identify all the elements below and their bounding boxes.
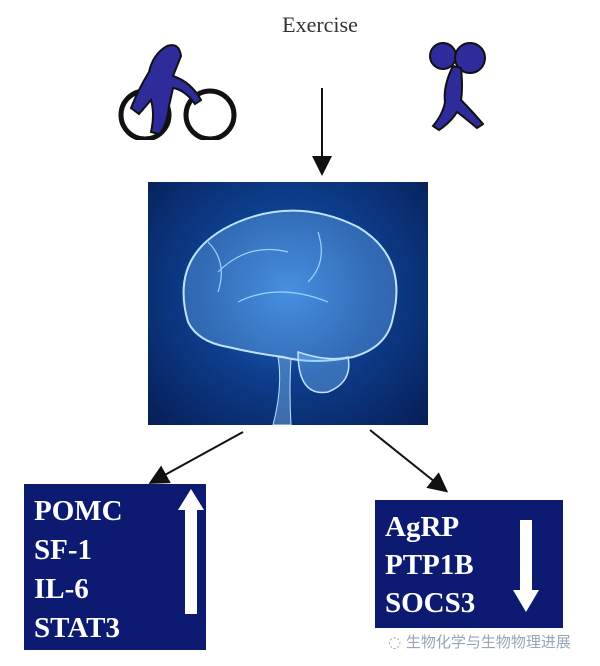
exercise-label: Exercise (282, 12, 358, 37)
gene-label: POMC (34, 495, 123, 527)
downregulated-box: AgRP PTP1B SOCS3 (375, 500, 563, 628)
weightlifter-icon (429, 42, 486, 132)
brain-image (148, 182, 428, 426)
cyclist-icon (118, 44, 237, 140)
upregulated-box: POMC SF-1 IL-6 STAT3 (24, 484, 206, 650)
down-arrow-icon (513, 520, 539, 612)
gene-label: SOCS3 (385, 587, 476, 619)
arrow-brain-to-down (369, 429, 449, 493)
gene-label: SF-1 (34, 534, 92, 566)
gene-label: IL-6 (34, 573, 89, 605)
watermark-text: 生物化学与生物物理进展 (405, 633, 571, 651)
gene-label: AgRP (385, 511, 460, 543)
watermark: ◌ 生物化学与生物物理进展 (388, 633, 571, 651)
gene-label: STAT3 (34, 612, 120, 644)
up-arrow-icon (178, 489, 204, 614)
gene-label: PTP1B (385, 549, 474, 581)
brain-icon (182, 209, 398, 426)
arrow-brain-to-up (148, 431, 244, 484)
